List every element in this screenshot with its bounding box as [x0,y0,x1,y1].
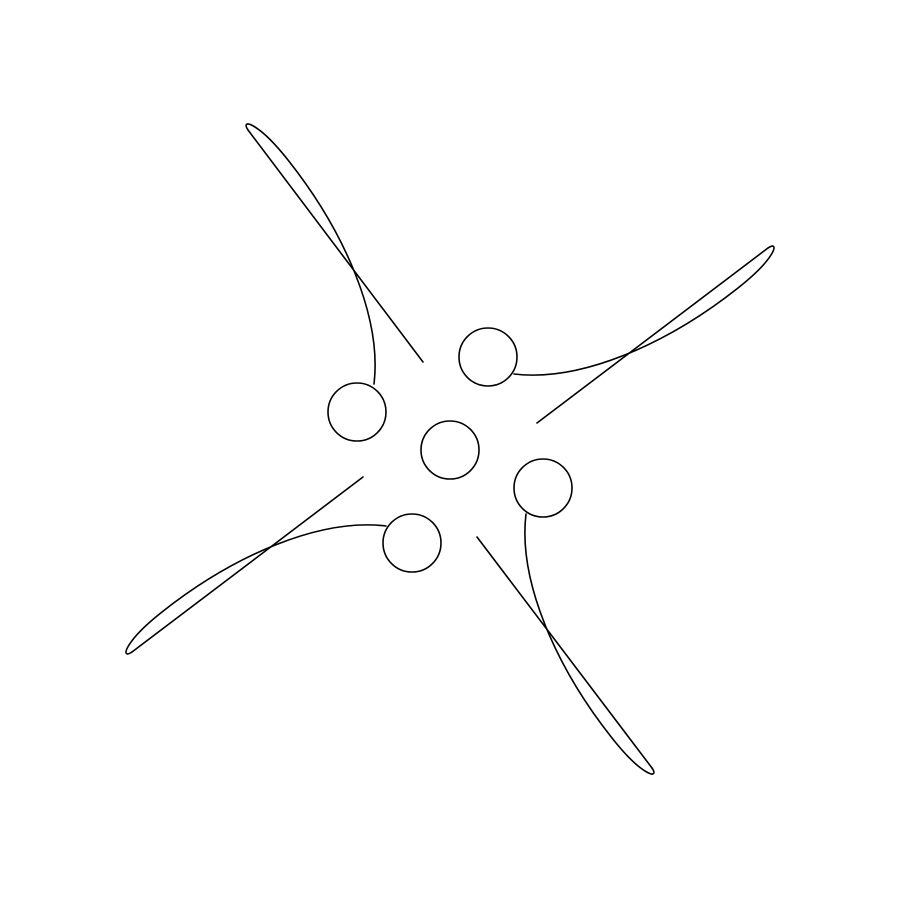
center-node [420,420,480,480]
lower-left-arm-line [131,476,364,653]
upper-left-arm-line [247,129,424,363]
lower-right-arm-curve [524,513,655,775]
upper-left-node [327,382,387,442]
upper-right-node [458,327,518,387]
upper-left-arm [245,123,424,385]
lower-left-arm-curve [125,524,387,655]
lower-right-node [513,458,573,518]
lower-right-arm-line [476,536,653,769]
upper-right-arm-line [536,247,769,424]
lower-left-node [382,513,442,573]
upper-right-arm [513,245,775,424]
upper-left-arm-curve [245,123,376,385]
lower-left-arm [125,476,387,655]
lower-right-arm [476,513,655,775]
upper-right-arm-curve [513,245,775,376]
